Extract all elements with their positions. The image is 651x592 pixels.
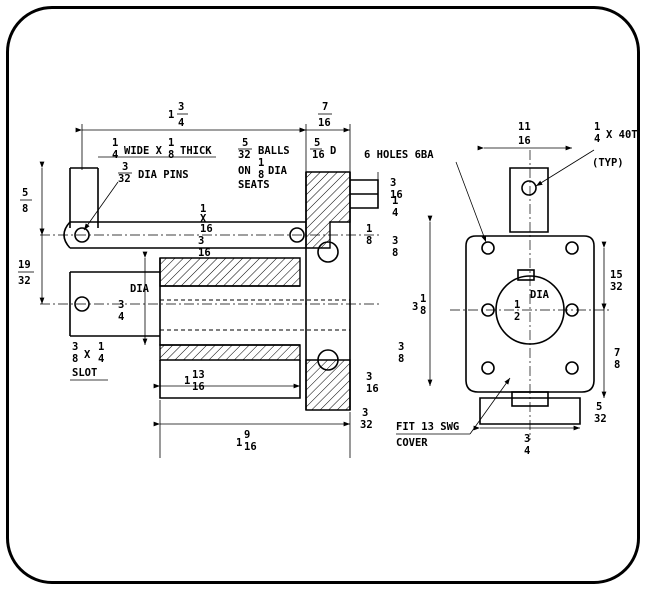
r316a-num: 3: [390, 177, 396, 189]
cover-text: COVER: [396, 437, 428, 449]
end-dimensions: 6 HOLES 6BA 11 16 1 4 X 40T (TYP) 1 2 DI…: [364, 121, 638, 457]
ev14-num: 1: [594, 121, 600, 133]
ball-lower: [317, 349, 339, 371]
p3-16-den: 16: [198, 247, 211, 259]
pins-den: 32: [118, 173, 131, 185]
d19-int: 1: [236, 437, 242, 449]
d113-num: 13: [192, 369, 205, 381]
x116-den: 16: [200, 223, 213, 235]
slot-num1: 3: [72, 341, 78, 353]
d113-int: 1: [184, 375, 190, 387]
d5-num: 5: [314, 137, 320, 149]
d19-num: 9: [244, 429, 250, 441]
hole: [565, 361, 579, 375]
fit-text: FIT 13 SWG: [396, 421, 459, 433]
r316b-num: 3: [366, 371, 372, 383]
dim-overall-num: 3: [178, 101, 184, 113]
ev15-num: 15: [610, 269, 623, 281]
dia34-text: DIA: [130, 283, 150, 295]
on-num: 1: [258, 157, 264, 169]
drawing-frame: [6, 6, 640, 584]
hole: [565, 241, 579, 255]
ev15-den: 32: [610, 281, 623, 293]
dia34-num: 3: [118, 299, 124, 311]
evdia-den: 2: [514, 311, 520, 323]
r18-num: 1: [366, 223, 372, 235]
d-text: D: [330, 145, 336, 157]
ev7-num: 7: [614, 347, 620, 359]
p3-16-num: 3: [198, 235, 204, 247]
r38b-den: 8: [398, 353, 404, 365]
side-view: [40, 167, 380, 411]
r318-int: 3: [412, 301, 418, 313]
left58-den: 8: [22, 203, 28, 215]
ev34-num: 3: [524, 433, 530, 445]
dim-7-16-num: 7: [322, 101, 328, 113]
ev11-den: 16: [518, 135, 531, 147]
on-text: ON: [238, 165, 251, 177]
ev-40t: X 40T: [606, 129, 638, 141]
wide-den: 4: [112, 149, 118, 161]
r316a-den: 16: [390, 189, 403, 201]
d113-den: 16: [192, 381, 205, 393]
pins-num: 3: [122, 161, 128, 173]
ball-upper: [317, 241, 339, 263]
balls-text: BALLS: [258, 145, 290, 157]
slot-den2: 4: [98, 353, 104, 365]
left1932-den: 32: [18, 275, 31, 287]
side-dimensions: 1 3 4 7 16 1 4 WIDE X 1 8 THICK 5 32 BAL…: [18, 101, 433, 458]
slot-num2: 1: [98, 341, 104, 353]
thick-text: THICK: [180, 145, 212, 157]
thick-num: 1: [168, 137, 174, 149]
x116-text: X: [200, 213, 207, 225]
r332-num: 3: [362, 407, 368, 419]
r38b-num: 3: [398, 341, 404, 353]
dim-overall-int: 1: [168, 109, 174, 121]
x116-num: 1: [200, 203, 206, 215]
thick-den: 8: [168, 149, 174, 161]
slot-x: X: [84, 349, 91, 361]
ev7-den: 8: [614, 359, 620, 371]
holes-callout: 6 HOLES 6BA: [364, 149, 434, 161]
wide-num: 1: [112, 137, 118, 149]
wide-text: WIDE X: [124, 145, 163, 157]
balls-num: 5: [242, 137, 248, 149]
r316b-den: 16: [366, 383, 379, 395]
r38a-den: 8: [392, 247, 398, 259]
ev14-den: 4: [594, 133, 600, 145]
r38a-num: 3: [392, 235, 398, 247]
d5-den: 16: [312, 149, 325, 161]
r14-num: 1: [392, 195, 398, 207]
slot-text: SLOT: [72, 367, 97, 379]
r318-num: 1: [420, 293, 426, 305]
seats-text: SEATS: [238, 179, 270, 191]
d19-den: 16: [244, 441, 257, 453]
r18-den: 8: [366, 235, 372, 247]
dim-overall-den: 4: [178, 117, 184, 129]
ev5-den: 32: [594, 413, 607, 425]
on-den: 8: [258, 169, 264, 181]
r318-den: 8: [420, 305, 426, 317]
ev11-num: 11: [518, 121, 531, 133]
r332-den: 32: [360, 419, 373, 431]
balls-den: 32: [238, 149, 251, 161]
ev-typ: (TYP): [592, 157, 624, 169]
ev34-den: 4: [524, 445, 530, 457]
r14-den: 4: [392, 207, 398, 219]
pins-text: DIA PINS: [138, 169, 189, 181]
hole: [481, 361, 495, 375]
evdia-text: DIA: [530, 289, 550, 301]
pin-right: [289, 227, 305, 243]
evdia-num: 1: [514, 299, 520, 311]
left58-num: 5: [22, 187, 28, 199]
on-dia-text: DIA: [268, 165, 288, 177]
dim-7-16-den: 16: [318, 117, 331, 129]
slot-den1: 8: [72, 353, 78, 365]
left1932-num: 19: [18, 259, 31, 271]
ev5-num: 5: [596, 401, 602, 413]
dia34-den: 4: [118, 311, 124, 323]
hole: [481, 241, 495, 255]
end-view: [450, 150, 610, 440]
